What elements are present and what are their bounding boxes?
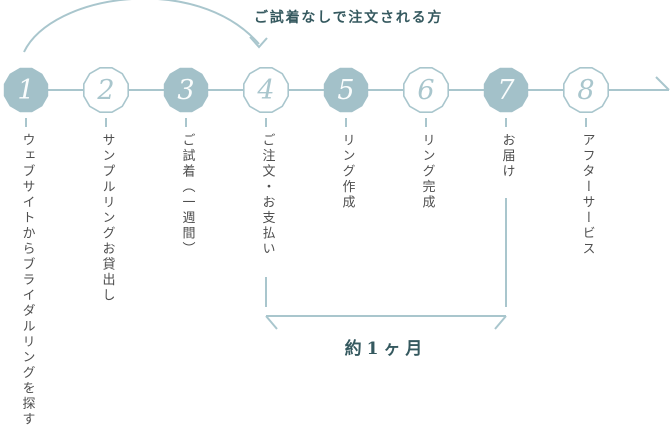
step-number: 2 (96, 75, 114, 106)
step-node-1: 1 ウェブサイトからブライダルリングを探す (2, 66, 50, 428)
step-tick (585, 118, 587, 127)
step-label: ご注文・お支払い (259, 133, 275, 257)
step-node-2: 2 サンプルリングお貸出し (82, 66, 130, 304)
step-badge: 8 (562, 66, 610, 114)
duration-bracket (265, 198, 507, 330)
step-label: ご試着（一週間） (179, 133, 195, 257)
step-node-4: 4 ご注文・お支払い (242, 66, 290, 257)
skip-annotation-label: ご試着なしで注文される方 (254, 10, 444, 26)
step-label: サンプルリングお貸出し (99, 133, 115, 304)
step-number: 5 (337, 75, 354, 106)
step-badge-shape (323, 67, 369, 113)
step-badge-shape (402, 66, 450, 114)
step-tick (105, 118, 107, 127)
step-number: 7 (497, 75, 515, 106)
step-number: 1 (17, 75, 34, 106)
step-node-6: 6 リング完成 (402, 66, 450, 211)
step-label: お届け (499, 133, 515, 180)
step-badge: 3 (163, 67, 209, 113)
step-tick (265, 118, 267, 127)
step-label: リング完成 (419, 133, 435, 211)
step-tick (425, 118, 427, 127)
step-node-5: 5 リング作成 (322, 66, 370, 211)
step-badge-shape (562, 66, 610, 114)
continue-arrow-icon (655, 76, 670, 91)
step-label: ウェブサイトからブライダルリングを探す (19, 133, 35, 428)
step-number: 6 (417, 75, 434, 106)
step-number: 4 (256, 75, 274, 106)
step-badge: 5 (323, 67, 369, 113)
step-tick (25, 118, 27, 127)
step-node-7: 7 お届け (482, 66, 530, 180)
step-tick (185, 118, 187, 127)
step-label: リング作成 (339, 133, 355, 211)
step-badge: 7 (483, 67, 529, 113)
step-badge: 2 (82, 66, 130, 114)
step-badge-shape (483, 67, 529, 113)
step-tick (505, 118, 507, 127)
step-label: アフターサービス (579, 133, 595, 257)
step-badge-shape (163, 67, 209, 113)
bracket-left-arrow-icon (265, 315, 278, 330)
step-badge: 6 (402, 66, 450, 114)
step-node-3: 3 ご試着（一週間） (162, 66, 210, 257)
duration-annotation-label: 約1ヶ月 (344, 339, 428, 359)
bracket-right-arrow-icon (494, 315, 507, 330)
step-node-8: 8 アフターサービス (562, 66, 610, 257)
step-number: 8 (577, 75, 594, 106)
skip-arc-arrow-icon (23, 0, 268, 53)
step-badge: 4 (242, 66, 290, 114)
step-badge-shape (3, 67, 49, 113)
step-tick (345, 118, 347, 127)
step-badge-shape (82, 66, 130, 114)
step-number: 3 (177, 75, 194, 106)
step-badge-shape (242, 66, 290, 114)
step-badge: 1 (3, 67, 49, 113)
